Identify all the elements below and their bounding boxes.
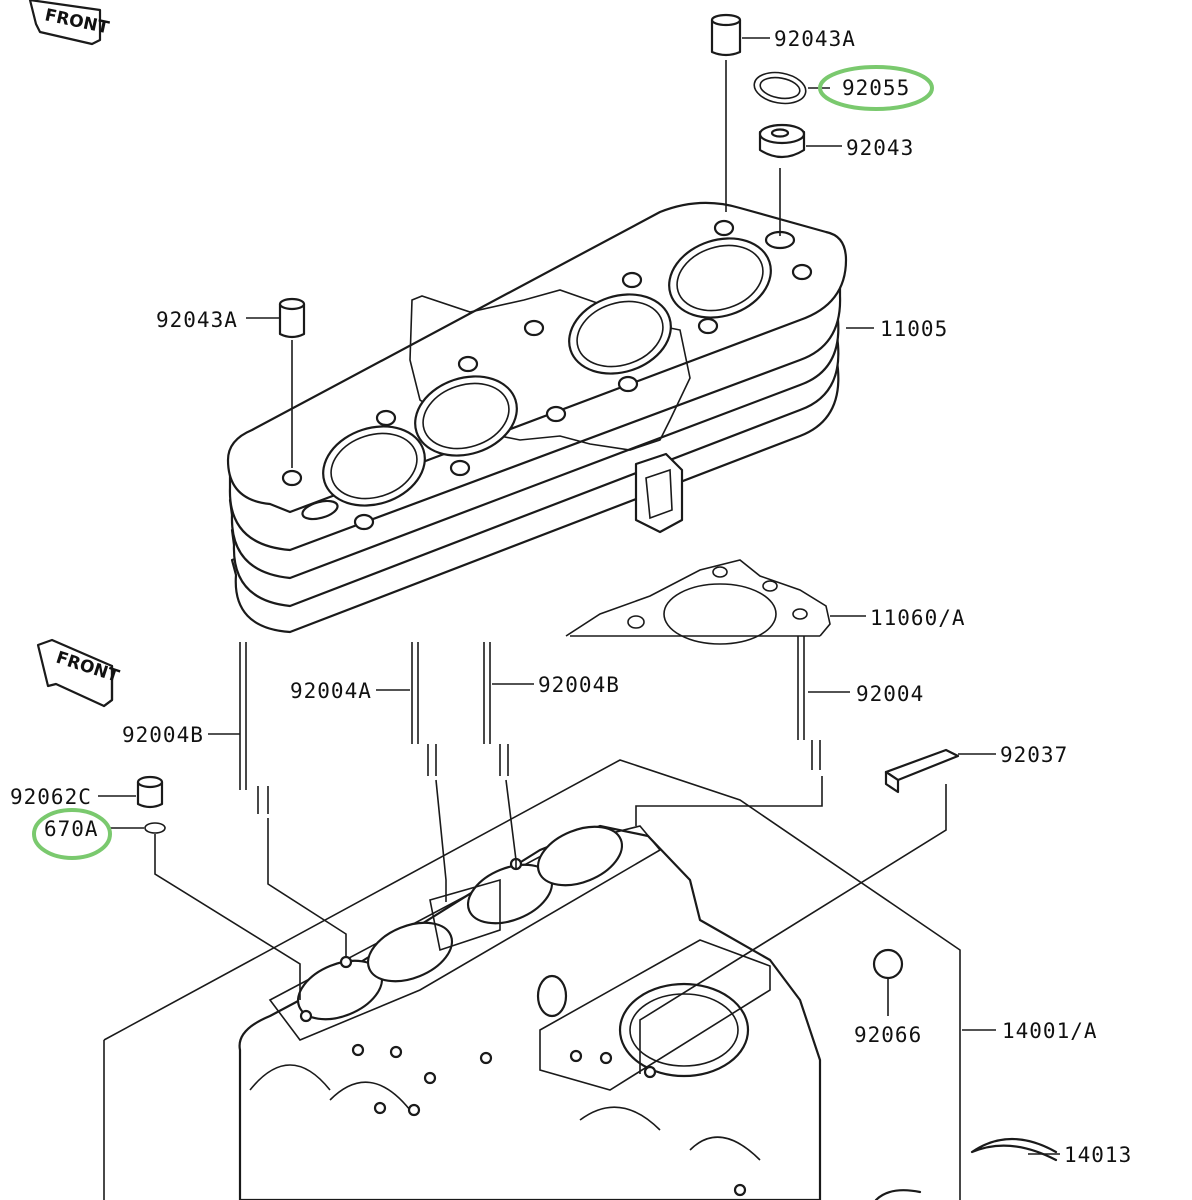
label-92043a-left: 92043A	[156, 308, 238, 332]
base-gasket	[565, 559, 831, 645]
stud-bolts	[239, 636, 821, 814]
o-ring-lower	[144, 822, 166, 834]
highlight-92055	[818, 65, 934, 111]
front-arrow-bottom: FRONT	[36, 638, 122, 708]
plate-92037	[884, 748, 960, 794]
plug-92066	[872, 948, 904, 980]
front-arrow-top: FRONT	[28, 0, 111, 46]
label-670a: 670A	[44, 817, 99, 841]
label-92004a: 92004A	[290, 679, 372, 703]
label-11005: 11005	[880, 317, 948, 341]
label-11060a: 11060/A	[870, 606, 966, 630]
frame-lines	[103, 759, 961, 1200]
leader-lines	[98, 37, 1060, 1155]
label-92037: 92037	[1000, 743, 1068, 767]
label-92066: 92066	[854, 1023, 922, 1047]
highlight-rings	[32, 65, 934, 860]
label-92004b-left: 92004B	[122, 723, 204, 747]
label-14001a: 14001/A	[1002, 1019, 1098, 1043]
highlight-670a	[32, 808, 112, 860]
label-92043a-top: 92043A	[774, 27, 856, 51]
cylinder-block	[226, 201, 848, 634]
label-92004b-right: 92004B	[538, 673, 620, 697]
label-92043: 92043	[846, 136, 914, 160]
dowel-pin-lower	[136, 775, 164, 809]
label-92004: 92004	[856, 682, 924, 706]
label-92055: 92055	[842, 76, 910, 100]
label-14013: 14013	[1064, 1143, 1132, 1167]
crankcase	[238, 824, 822, 1200]
callout-labels: 92043A 92055 92043 92043A 11005 11060/A …	[10, 27, 1132, 1167]
o-ring-top	[753, 71, 807, 105]
rubber-damper	[758, 123, 806, 159]
dowel-pin-left	[278, 297, 306, 339]
bearing-shell	[970, 1137, 1058, 1162]
label-92062c: 92062C	[10, 785, 92, 809]
bearing-shell-lower	[874, 1189, 922, 1200]
dowel-pin-top	[710, 13, 742, 57]
